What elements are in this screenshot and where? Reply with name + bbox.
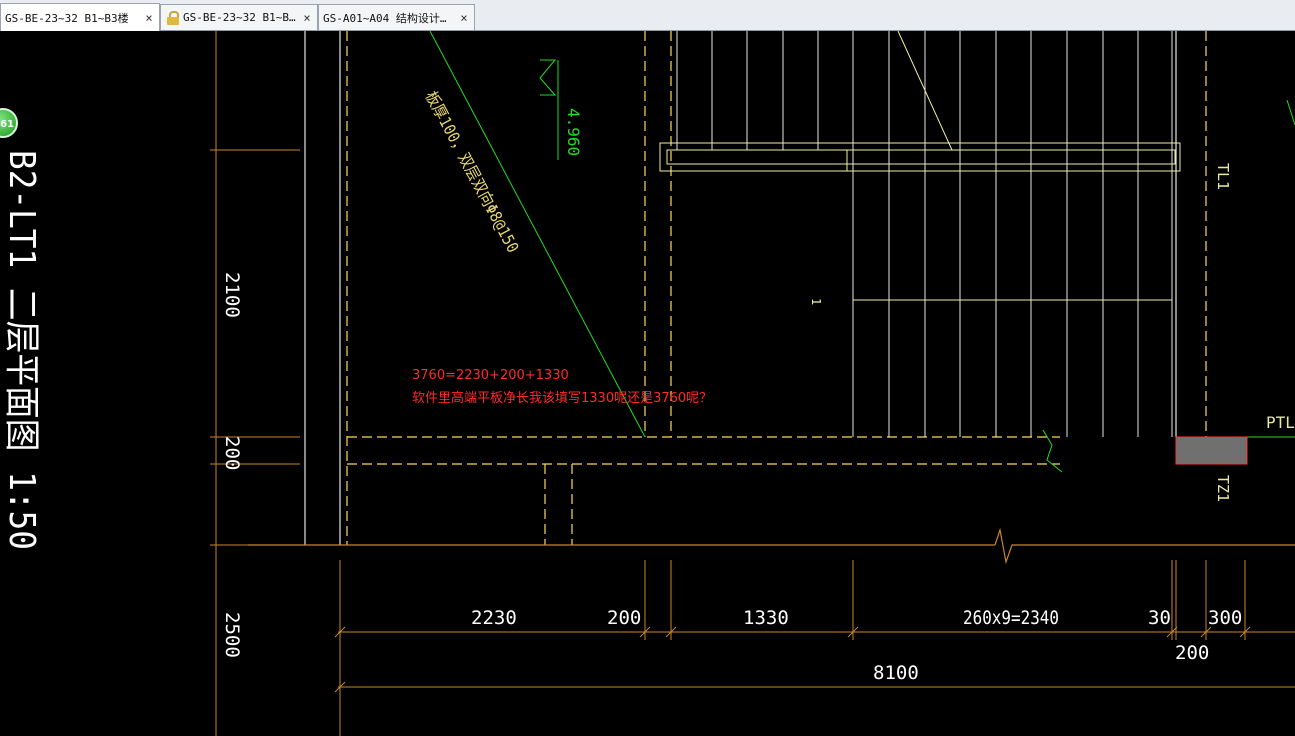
slab-note: 板厚100，双层双向Φ8@150	[421, 88, 522, 256]
bottom-dimension-chain	[334, 560, 1295, 736]
dim-260x9: 260x9=2340	[963, 607, 1059, 629]
break-mark-bottom	[994, 527, 1295, 565]
drawing-title: B2-LT1 二层平面图 1:50	[1, 150, 42, 550]
dim-200: 200	[607, 607, 641, 629]
stair-treads	[676, 31, 1173, 437]
tab-label: GS-A01~A04 结构设计…	[323, 11, 447, 25]
document-tab-bar: GS-BE-23~32 B1~B3楼 × GS-BE-23~32 B1~B… ×…	[0, 0, 1295, 31]
tz1-label: TZ1	[1214, 475, 1232, 502]
dim-2230: 2230	[471, 607, 517, 629]
tl1-label: TL1	[1214, 163, 1232, 190]
break-mark-green	[1042, 429, 1063, 473]
dim-2100: 2100	[221, 272, 243, 318]
dim-1330: 1330	[743, 607, 789, 629]
close-icon[interactable]: ×	[145, 10, 153, 25]
right-edge-green	[1286, 99, 1295, 126]
dim-2500: 2500	[221, 612, 243, 658]
tab-label: GS-BE-23~32 B1~B3楼	[5, 11, 129, 25]
cad-drawing: B2-LT1 二层平面图 1:50 2100 200 2500	[1, 31, 1295, 736]
dim-300: 300	[1208, 607, 1242, 629]
walls	[304, 31, 1207, 545]
stair-arrow-mark: 1	[809, 298, 823, 305]
lock-icon	[167, 10, 179, 25]
dim-200-left: 200	[221, 436, 243, 470]
slab-note-leader	[429, 31, 646, 438]
close-icon[interactable]: ×	[303, 10, 311, 25]
left-dimension-chain	[210, 31, 300, 736]
ptl-label: PTL	[1266, 413, 1295, 432]
cad-drawing-canvas[interactable]: B2-LT1 二层平面图 1:50 2100 200 2500	[0, 31, 1295, 736]
dim-30: 30	[1148, 607, 1171, 629]
tab-gs-be-b1-b3[interactable]: GS-BE-23~32 B1~B3楼 ×	[0, 3, 160, 31]
annotation-line-1: 3760=2230+200+1330	[412, 368, 569, 383]
dim-8100: 8100	[873, 662, 919, 684]
annotation-line-2: 软件里高端平板净长我该填写1330呢还是3760呢？	[412, 391, 713, 406]
elevation-value: 4.960	[564, 108, 583, 156]
dim-200-lower: 200	[1175, 642, 1209, 664]
tz1-column	[1175, 436, 1248, 465]
elevation-marker	[539, 59, 559, 160]
tab-gs-be-b1-locked[interactable]: GS-BE-23~32 B1~B… ×	[160, 4, 318, 30]
notification-badge[interactable]: 61	[0, 108, 18, 138]
tab-label: GS-BE-23~32 B1~B…	[183, 11, 296, 24]
tl1-beam	[659, 142, 1181, 172]
close-icon[interactable]: ×	[460, 10, 468, 25]
leader-line	[897, 31, 953, 151]
tab-gs-a01-a04[interactable]: GS-A01~A04 结构设计… ×	[318, 4, 475, 30]
